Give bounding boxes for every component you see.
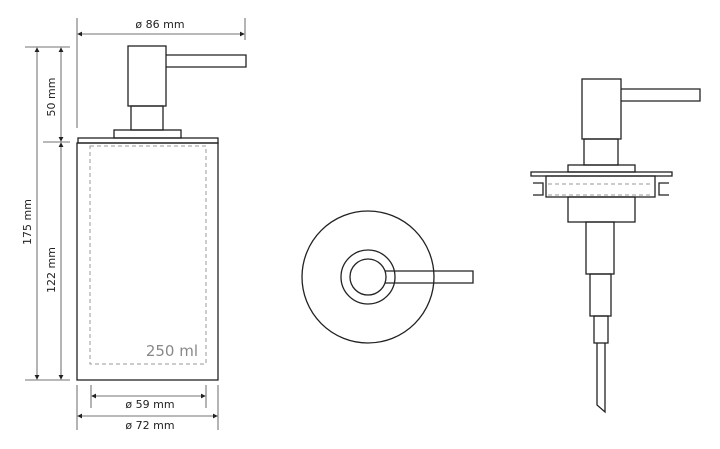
dip-tube: [596, 343, 606, 414]
body-circle: [301, 210, 435, 344]
body: [76, 142, 219, 381]
top-view: [301, 210, 474, 344]
dim-outer-diameter: ø 72 mm: [125, 419, 174, 432]
side-lever: [621, 88, 701, 102]
pump-stem: [130, 105, 164, 131]
pump-lever: [166, 54, 247, 68]
side-view: [530, 78, 701, 414]
top-lever: [385, 270, 474, 284]
dim-width-top: ø 86 mm: [135, 18, 184, 31]
pump-collar: [113, 129, 182, 139]
lid-plate: [77, 137, 219, 144]
front-view: 250 ml ø 86 mm 175 mm 50 mm 122 mm ø 59 …: [21, 18, 247, 432]
dim-inner-diameter: ø 59 mm: [125, 398, 174, 411]
pump-head: [127, 45, 167, 107]
inner-volume: [89, 145, 207, 365]
collar-circle: [340, 249, 396, 305]
dim-body-height: 122 mm: [45, 247, 58, 293]
capacity-label: 250 ml: [146, 342, 198, 360]
dim-total-height: 175 mm: [21, 199, 34, 245]
head-circle: [349, 258, 387, 296]
side-pump-head: [581, 78, 622, 140]
dim-pump-height: 50 mm: [45, 78, 58, 117]
